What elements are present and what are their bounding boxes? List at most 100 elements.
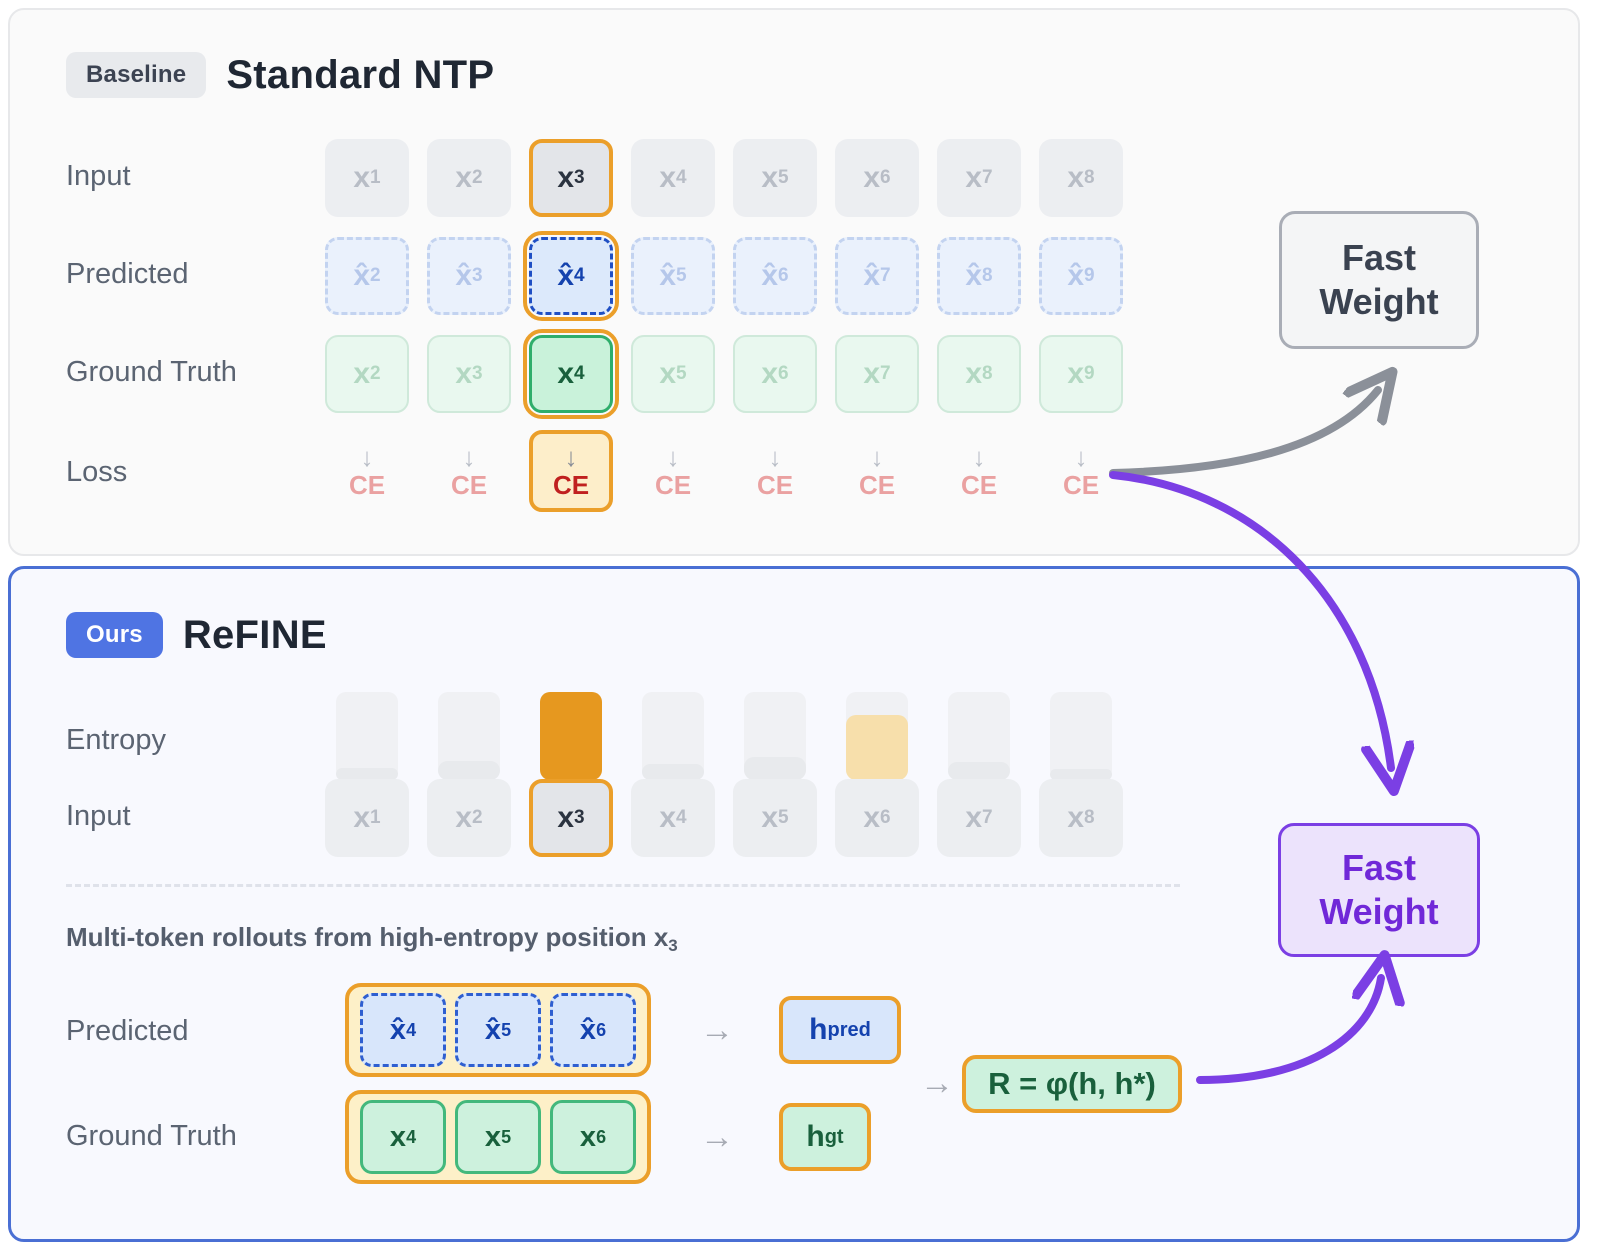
baseline-loss-cell-7[interactable]: ↓CE (937, 430, 1021, 512)
baseline-predicted-cell-1[interactable]: x̂2 (325, 237, 409, 315)
token-base: x̂ (579, 1013, 597, 1046)
ours-input-label: Input (66, 800, 131, 832)
baseline-title: Standard NTP (226, 52, 495, 97)
baseline-loss-cell-2[interactable]: ↓CE (427, 430, 511, 512)
token-subscript: 2 (472, 167, 483, 188)
baseline-loss-cell-6[interactable]: ↓CE (835, 430, 919, 512)
arrow-gt-to-h: → (700, 1118, 734, 1156)
token-subscript: 5 (778, 167, 789, 188)
baseline-loss-cell-3[interactable]: ↓CE (529, 430, 613, 512)
token-subscript: 4 (574, 363, 585, 384)
arrow-pred-to-h: → (700, 1011, 734, 1049)
baseline-predicted-cell-4[interactable]: x̂5 (631, 237, 715, 315)
token-base: x (484, 1120, 502, 1153)
baseline-loss-cell-4[interactable]: ↓CE (631, 430, 715, 512)
token-subscript: 8 (982, 265, 993, 286)
baseline-predicted-cell-5[interactable]: x̂6 (733, 237, 817, 315)
fast-weight-ours: Fast Weight (1278, 823, 1480, 957)
token-base: x (353, 161, 371, 194)
token-subscript: 4 (676, 807, 687, 828)
token-subscript: 4 (676, 167, 687, 188)
token-subscript: 1 (370, 807, 381, 828)
baseline-predicted-cell-7[interactable]: x̂8 (937, 237, 1021, 315)
reward-box: R = φ(h, h*) (962, 1055, 1182, 1113)
loss-label: CE (348, 470, 386, 500)
arrow-h-to-reward: → (920, 1064, 954, 1102)
baseline-predicted-cell-8[interactable]: x̂9 (1039, 237, 1123, 315)
predicted-rollout-cell-3[interactable]: x̂6 (550, 993, 636, 1067)
baseline-predicted-cell-3[interactable]: x̂4 (523, 231, 619, 321)
token-subscript: 6 (596, 1126, 607, 1147)
entropy-bar-4[interactable] (642, 692, 704, 780)
baseline-loss-cell-1[interactable]: ↓CE (325, 430, 409, 512)
entropy-bar-2[interactable] (438, 692, 500, 780)
entropy-bar-5[interactable] (744, 692, 806, 780)
down-arrow-icon: ↓ (360, 442, 374, 472)
entropy-bar-8[interactable] (1050, 692, 1112, 780)
rollout-note-text: Multi-token rollouts from high-entropy p… (66, 922, 669, 952)
token-base: x (455, 161, 473, 194)
predicted-rollout-cell-1[interactable]: x̂4 (360, 993, 446, 1067)
entropy-bar-fill (744, 757, 806, 780)
token-subscript: 5 (778, 807, 789, 828)
token-subscript: 8 (1084, 807, 1095, 828)
predicted-rollout-cell-2[interactable]: x̂5 (455, 993, 541, 1067)
entropy-bar-fill (540, 692, 602, 780)
loss-label: CE (450, 470, 488, 500)
loss-label: CE (654, 470, 692, 500)
entropy-bar-6[interactable] (846, 692, 908, 780)
entropy-bar-fill (336, 768, 398, 780)
entropy-bar-fill (438, 761, 500, 780)
baseline-loss-cell-5[interactable]: ↓CE (733, 430, 817, 512)
entropy-bar-7[interactable] (948, 692, 1010, 780)
token-subscript: 2 (370, 265, 381, 286)
entropy-bar-fill (642, 764, 704, 780)
token-base: x (455, 801, 473, 834)
h-pred-sup: pred (827, 1018, 871, 1041)
ours-title: ReFINE (182, 612, 327, 657)
token-subscript: 6 (778, 363, 789, 384)
token-subscript: 4 (406, 1019, 417, 1040)
token-base: x̂ (761, 259, 779, 292)
token-base: x (863, 801, 881, 834)
baseline-loss-cell-8[interactable]: ↓CE (1039, 430, 1123, 512)
baseline-predicted-cell-6[interactable]: x̂7 (835, 237, 919, 315)
loss-label: CE (552, 470, 590, 500)
token-subscript: 5 (676, 363, 687, 384)
token-base: x (863, 161, 881, 194)
baseline-predicted-cell-2[interactable]: x̂3 (427, 237, 511, 315)
token-subscript: 6 (880, 167, 891, 188)
entropy-bar-1[interactable] (336, 692, 398, 780)
entropy-bar-3[interactable] (540, 692, 602, 780)
entropy-bar-fill (846, 715, 908, 780)
token-base: x (863, 357, 881, 390)
